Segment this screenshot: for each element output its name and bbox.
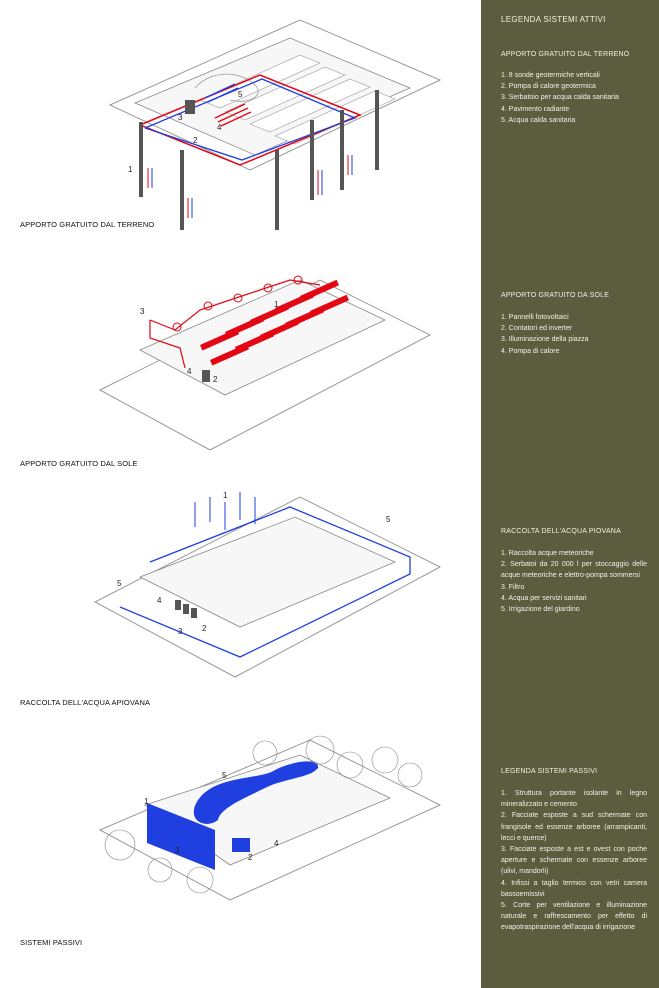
diagram-passive: 1 2 3 4 5 SISTEMI PASSIVI <box>0 720 480 975</box>
section-title-piovana: RACCOLTA DELL'ACQUA PIOVANA <box>501 528 621 535</box>
list-item: 2. Serbatoi da 20 000 l per stoccaggio d… <box>501 561 647 580</box>
marker-5: 5 <box>386 515 391 524</box>
solar-markers: 1 2 3 4 <box>140 300 279 384</box>
list-item: 4. Infissi a taglio termico con vetri ca… <box>501 879 647 898</box>
marker-1: 1 <box>223 491 228 500</box>
list-item: 4. Acqua per servizi sanitari <box>501 594 587 602</box>
marker-4: 4 <box>187 367 192 376</box>
geothermal-markers: 1 2 3 4 5 <box>128 90 243 174</box>
marker-2: 2 <box>248 853 253 862</box>
diagrams-column: 1 2 3 4 5 APPORTO GRATUITO DAL TERRENO <box>0 0 480 975</box>
legend-title-active: LEGENDA SISTEMI ATTIVI <box>501 15 606 24</box>
section-title-terreno: APPORTO GRATUITO DAL TERRENO <box>501 51 630 58</box>
marker-5: 5 <box>117 579 122 588</box>
diagram-caption: APPORTO GRATUITO DAL SOLE <box>20 459 138 468</box>
passive-markers: 1 2 3 4 5 <box>144 771 279 862</box>
section-title-sole: APPORTO GRATUITO DA SOLE <box>501 292 610 299</box>
list-item: 3. Serbatoio per acqua calda sanitaria <box>501 94 619 102</box>
diagram-rainwater: 1 2 3 4 5 5 RACCOLTA DELL'ACQUA APIOVANA <box>0 482 480 707</box>
list-item: 4. Pompa di calore <box>501 347 560 355</box>
legend-panel: LEGENDA SISTEMI ATTIVI APPORTO GRATUITO … <box>481 0 659 988</box>
solar-illustration <box>98 275 432 451</box>
list-item: 3. Facciate esposte a est e ovest con po… <box>501 846 647 876</box>
marker-3: 3 <box>140 307 145 316</box>
diagram-caption: SISTEMI PASSIVI <box>20 938 83 947</box>
list-item: 2. Contatori ed inverter <box>501 325 573 333</box>
diagram-solar: 1 2 3 4 APPORTO GRATUITO DAL SOLE <box>0 250 480 475</box>
marker-2: 2 <box>202 624 207 633</box>
list-passive: 1. Struttura portante isolante in legno … <box>501 788 647 934</box>
diagram-caption: RACCOLTA DELL'ACQUA APIOVANA <box>20 698 151 707</box>
list-sole: 1. Pannelli fotovoltaici 2. Contatori ed… <box>501 312 647 357</box>
marker-4: 4 <box>274 839 279 848</box>
list-item: 5. Corte per ventilazione e illuminazion… <box>501 902 647 932</box>
list-item: 1. 8 sonde geotermiche verticali <box>501 72 600 79</box>
list-item: 3. Filtro <box>501 583 525 591</box>
list-item: 1. Raccolta acque meteoriche <box>501 550 594 557</box>
list-item: 4. Pavimento radiante <box>501 105 570 113</box>
marker-1: 1 <box>144 797 149 806</box>
marker-5: 5 <box>222 771 227 780</box>
rainwater-markers: 1 2 3 4 5 5 <box>117 491 391 636</box>
marker-1: 1 <box>274 300 279 309</box>
marker-3: 3 <box>178 627 183 636</box>
marker-3: 3 <box>178 113 183 122</box>
list-item: 2. Pompa di calore geotermica <box>501 83 596 91</box>
list-item: 3. Illuminazione della piazza <box>501 336 589 344</box>
list-item: 1. Struttura portante isolante in legno … <box>501 790 647 809</box>
rainwater-illustration <box>93 492 442 678</box>
marker-5: 5 <box>238 90 243 99</box>
marker-2: 2 <box>213 375 218 384</box>
list-item: 2. Facciate esposte a sud schermate con … <box>501 812 647 842</box>
list-item: 5. Acqua calda sanitaria <box>501 116 576 124</box>
list-item: 5. Irrigazione del giardino <box>501 606 580 614</box>
list-piovana: 1. Raccolta acque meteoriche 2. Serbatoi… <box>501 548 647 615</box>
diagram-geothermal: 1 2 3 4 5 APPORTO GRATUITO DAL TERRENO <box>0 0 480 240</box>
diagram-caption: APPORTO GRATUITO DAL TERRENO <box>20 220 155 229</box>
list-terreno: 1. 8 sonde geotermiche verticali 2. Pomp… <box>501 70 647 126</box>
marker-4: 4 <box>157 596 162 605</box>
marker-1: 1 <box>128 165 133 174</box>
list-item: 1. Pannelli fotovoltaici <box>501 314 569 321</box>
geothermal-illustration <box>108 19 442 230</box>
legend-title-passive: LEGENDA SISTEMI PASSIVI <box>501 768 598 775</box>
marker-4: 4 <box>217 123 222 132</box>
passive-illustration <box>98 735 442 901</box>
marker-3: 3 <box>175 846 180 855</box>
marker-2: 2 <box>193 136 198 145</box>
